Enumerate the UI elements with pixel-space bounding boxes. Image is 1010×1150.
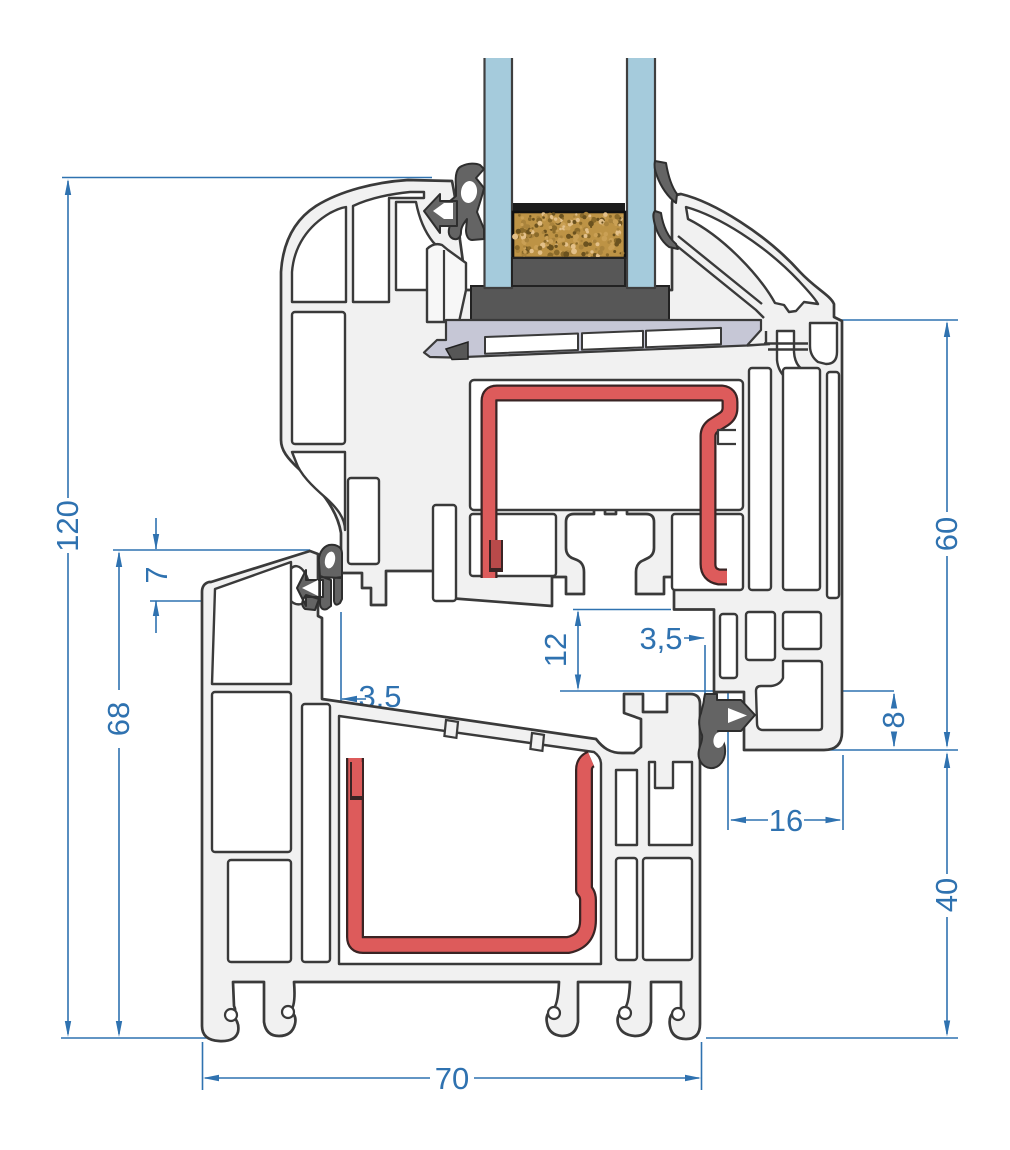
svg-text:40: 40 xyxy=(929,878,964,912)
svg-text:70: 70 xyxy=(435,1061,469,1096)
svg-text:12: 12 xyxy=(538,633,573,667)
svg-text:120: 120 xyxy=(50,500,85,552)
svg-text:68: 68 xyxy=(101,702,136,736)
svg-text:3,5: 3,5 xyxy=(639,621,682,656)
svg-text:16: 16 xyxy=(769,803,803,838)
svg-text:60: 60 xyxy=(929,517,964,551)
svg-text:8: 8 xyxy=(876,711,911,728)
svg-text:7: 7 xyxy=(139,566,174,583)
